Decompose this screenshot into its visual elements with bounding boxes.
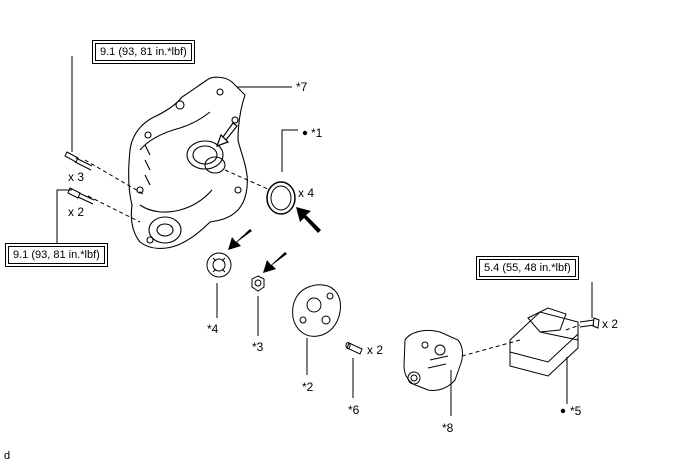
o-ring-part (266, 181, 296, 215)
callout-2: *2 (302, 380, 314, 394)
callout-5: *5 (570, 404, 582, 418)
quantity-bolt-lower: x 2 (68, 205, 85, 219)
callout-7: *7 (296, 80, 308, 94)
figure-code: d (4, 450, 11, 462)
pin-part (345, 342, 363, 355)
bolt-upper-part (64, 151, 93, 171)
quantity-bolt-upper: x 3 (68, 170, 85, 184)
bolt-lower-part (67, 187, 95, 205)
dash-4 (461, 339, 521, 357)
torque-spec-upper: 9.1 (93, 81 in.*lbf) (92, 40, 195, 64)
callout-6: *6 (348, 403, 360, 417)
torque-spec-lower-text: 9.1 (93, 81 in.*lbf) (8, 246, 105, 264)
callout-3: *3 (252, 340, 264, 354)
arrow-oring (296, 207, 321, 233)
oil-strainer-part (509, 307, 579, 377)
arrow-cover (215, 122, 238, 148)
quantity-pin: x 2 (367, 343, 384, 357)
torque-spec-right-text: 5.4 (55, 48 in.*lbf) (479, 259, 576, 277)
oil-pump-cover-part (292, 284, 341, 337)
leader-c1 (281, 129, 298, 172)
quantity-oring: x 4 (298, 186, 315, 200)
callout-1: *1 (311, 126, 323, 140)
callout-8: *8 (442, 421, 454, 435)
dash-5 (565, 324, 581, 331)
torque-spec-right: 5.4 (55, 48 in.*lbf) (476, 256, 579, 280)
dash-2 (87, 195, 141, 223)
torque-spec-lower: 9.1 (93, 81 in.*lbf) (5, 243, 108, 267)
timing-cover-part (128, 76, 248, 249)
outer-rotor-part (206, 252, 232, 278)
dash-1 (84, 159, 146, 196)
arrow-outer-rotor (228, 229, 252, 250)
dot-c5 (560, 408, 566, 414)
callout-4: *4 (207, 322, 219, 336)
leader-torque-2 (56, 189, 72, 243)
oil-pump-housing-part (403, 329, 463, 391)
cover-bolt-part (579, 317, 600, 329)
inner-rotor-part (251, 275, 265, 292)
torque-spec-upper-text: 9.1 (93, 81 in.*lbf) (95, 43, 192, 61)
arrow-inner-rotor (263, 252, 287, 273)
quantity-cover-bolt: x 2 (602, 317, 619, 331)
dot-c1 (302, 130, 308, 136)
